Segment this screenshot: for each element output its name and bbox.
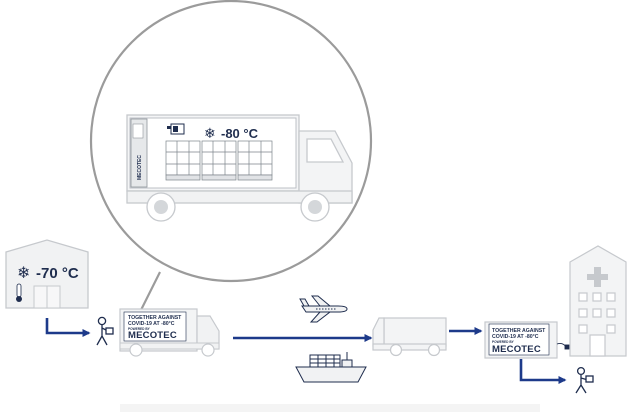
- snowflake-icon: ❄: [17, 263, 30, 282]
- zoom-pointer-line: [139, 271, 161, 313]
- courier-person-icon: [575, 366, 594, 394]
- banner-powered-by: POWERED BY: [128, 327, 151, 331]
- cold-container: MECOTEC ❄ -80 °C: [129, 117, 297, 189]
- banner-powered-by: POWERED BY: [492, 340, 515, 344]
- banner-brand-logo: MECOTEC: [128, 330, 177, 341]
- truck-banner: [123, 311, 187, 342]
- hospital-cross-icon: [587, 267, 608, 287]
- truck-banner: [488, 323, 550, 356]
- flow-arrows: [45, 318, 567, 384]
- warehouse-temperature: -70 °C: [36, 265, 79, 282]
- final-delivery-truck: TOGETHER AGAINST COVID-19 AT -80°C POWER…: [484, 321, 570, 359]
- battery-icon: [167, 123, 185, 135]
- banner-brand-logo: MECOTEC: [492, 344, 541, 355]
- banner-line-2: COVID-19 AT -80°C: [492, 334, 539, 340]
- banner-line-1: TOGETHER AGAINST: [128, 315, 182, 321]
- snowflake-icon: ❄: [204, 126, 216, 142]
- arrow-delivery-to-hospital: [519, 359, 567, 384]
- banner-line-2: COVID-19 AT -80°C: [128, 321, 175, 327]
- courier-person-icon: [96, 316, 114, 346]
- power-plug-icon: [556, 342, 570, 350]
- arrow-warehouse-to-courier: [45, 318, 91, 337]
- pallet-boxes: [165, 140, 273, 181]
- container-temperature: -80 °C: [221, 126, 259, 141]
- thermometer-icon: [16, 283, 22, 302]
- cargo-ship-icon: [295, 352, 367, 383]
- transit-truck: [372, 317, 447, 357]
- branded-delivery-truck: TOGETHER AGAINST COVID-19 AT -80°C POWER…: [119, 308, 220, 357]
- airplane-icon: [299, 295, 348, 323]
- hospital-building: [569, 245, 627, 357]
- banner-line-1: TOGETHER AGAINST: [492, 328, 546, 334]
- cold-storage-warehouse: ❄ -70 °C: [5, 239, 89, 309]
- ground-shadow: [120, 404, 540, 412]
- container-brand-vertical: MECOTEC: [137, 155, 143, 180]
